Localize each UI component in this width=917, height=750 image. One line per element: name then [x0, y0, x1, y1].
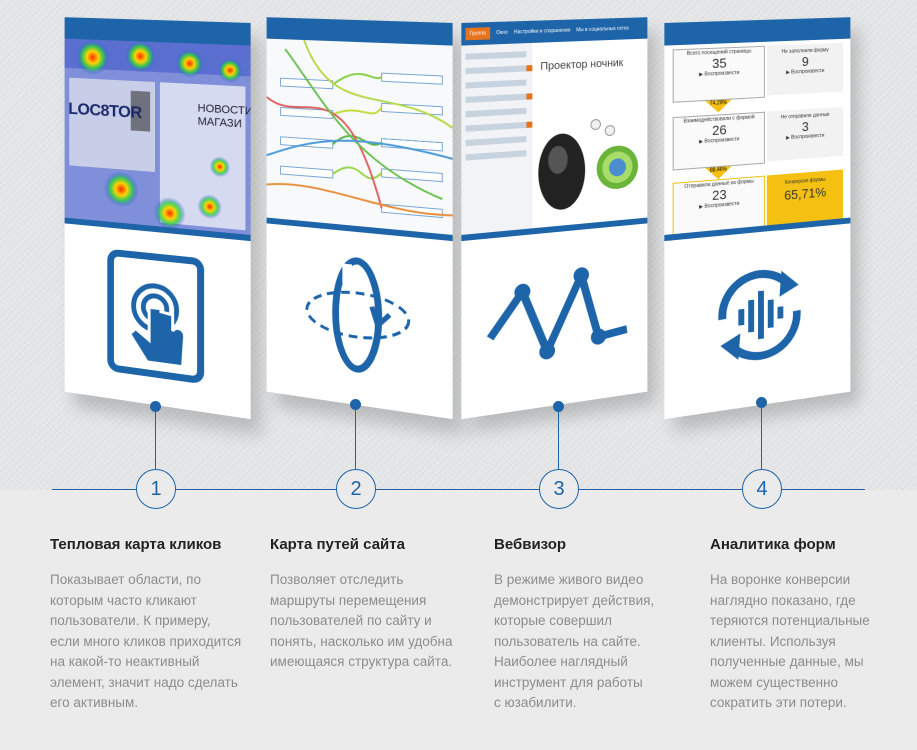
pin-dot [150, 401, 161, 412]
play-link[interactable]: Воспроизвести [791, 132, 825, 141]
bottom-background [0, 490, 917, 750]
pin-line [558, 412, 559, 469]
orbit-path-icon [304, 250, 412, 383]
funnel-percent: 74,29% [705, 100, 731, 114]
feature-title-sitemap: Карта путей сайта [270, 536, 405, 553]
feature-title-heatmap: Тепловая карта кликов [50, 536, 222, 553]
refresh-bars-icon [700, 249, 817, 383]
pin-dot [756, 397, 767, 408]
play-link[interactable]: Воспроизвести [791, 68, 825, 76]
pin-dot [553, 401, 564, 412]
feature-text-heatmap: Показывает области, по которым часто кли… [50, 572, 242, 710]
feature-text-sitemap: Позволяет отследить маршруты перемещения… [270, 572, 453, 669]
form-analytics-card: Всего посещений страницы 35 ▶ Воспроизве… [664, 17, 860, 432]
heatmap-screenshot: LOC8TOR НОВОСТИ МАГАЗИ [64, 38, 251, 235]
funnel-row-visits: Всего посещений страницы 35 ▶ Воспроизве… [672, 45, 765, 103]
line-graph-icon [482, 253, 629, 381]
step-number-1: 1 [136, 469, 176, 509]
play-link[interactable]: Воспроизвести [704, 136, 740, 145]
feature-title-forms: Аналитика форм [710, 536, 836, 553]
step-number-2: 2 [336, 469, 376, 509]
feature-text-webvisor: В режиме живого видео демонстрирует дейс… [494, 572, 655, 710]
step-number-3: 3 [539, 469, 579, 509]
paths-screenshot [266, 38, 453, 235]
heatmap-card: LOC8TOR НОВОСТИ МАГАЗИ [64, 17, 262, 436]
tab-social[interactable]: Мы в социальных сетях [576, 25, 629, 34]
play-link[interactable]: Воспроизвести [704, 69, 740, 78]
pin-line [355, 410, 356, 469]
touch-hand-icon [107, 248, 205, 385]
conversion-box: Конверсия формы 65,71% [766, 169, 843, 226]
tab-group[interactable]: Группа [465, 27, 490, 41]
tab-settings[interactable]: Настройки и сохранения [513, 27, 571, 36]
webvisor-screenshot: Проектор ночник [461, 38, 648, 235]
feature-text-forms: На воронке конверсии наглядно показано, … [710, 572, 870, 710]
feature-title-webvisor: Вебвизор [494, 536, 567, 553]
pin-line [155, 412, 156, 469]
form-funnel-screenshot: Всего посещений страницы 35 ▶ Воспроизве… [664, 39, 850, 235]
webvisor-card: Группа Окно Настройки и сохранения Мы в … [461, 17, 657, 432]
site-section-title: НОВОСТИ МАГАЗИ [197, 102, 251, 131]
step-number-4: 4 [742, 469, 782, 509]
funnel-drop-form: Не заполнили форму 9 ▶ Воспроизвести [766, 42, 843, 96]
timeline-line [52, 489, 865, 490]
funnel-row-interacted: Взаимодействовали с формой 26 ▶ Воспроиз… [672, 111, 765, 171]
pin-dot [350, 399, 361, 410]
pin-line [761, 408, 762, 469]
tab-window[interactable]: Окно [496, 29, 508, 37]
funnel-drop-send: Не отправили данные 3 ▶ Воспроизвести [766, 107, 843, 162]
site-map-card [266, 17, 464, 436]
